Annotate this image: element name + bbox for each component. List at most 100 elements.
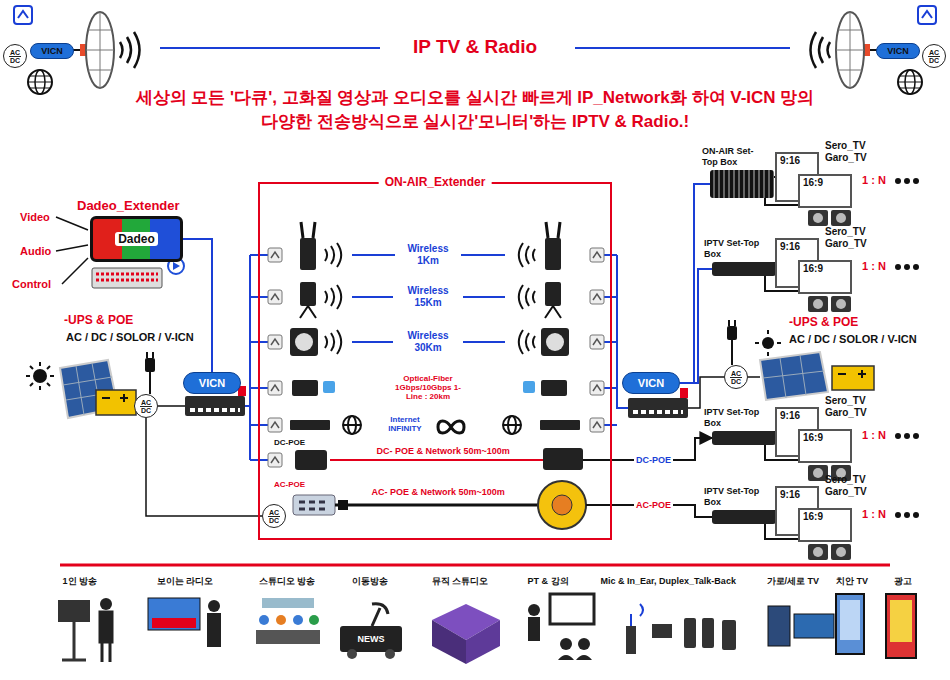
power-wires [134, 406, 262, 516]
right-ups [762, 337, 774, 349]
right-ups [755, 330, 781, 356]
speaker [836, 299, 846, 309]
use-case-label: 치안 TV [836, 576, 868, 586]
network-port [271, 294, 279, 300]
node-text: 16:9 [803, 511, 847, 522]
edge-label: DC-POE [634, 455, 673, 465]
network-port [590, 381, 604, 395]
dadeo-keyboard [96, 274, 158, 280]
transceivers [290, 328, 318, 356]
speaker [836, 213, 846, 223]
use-case-icons [100, 612, 112, 662]
ratio-label: 1 : N [862, 174, 886, 187]
transceivers [523, 381, 535, 393]
use-case-label: 가로/세로 TV [767, 576, 820, 586]
use-case-icons [100, 598, 112, 610]
ratio-dot [904, 264, 910, 270]
use-case-icons [259, 615, 269, 625]
connector [680, 269, 712, 383]
node-text: DC [269, 517, 279, 524]
vicn-switch [680, 388, 688, 398]
ratio-dot [913, 264, 919, 270]
transceivers [300, 238, 316, 270]
ratio-label: 1 : N [862, 260, 886, 273]
dadeo-keyboard [92, 268, 162, 288]
left-ups [147, 352, 153, 394]
use-case-label: PT & 강의 [528, 576, 569, 586]
link-label: Wireless 30Km [393, 330, 463, 353]
use-case-icons [722, 620, 736, 650]
speaker [813, 468, 823, 478]
speaker [831, 210, 851, 226]
poe-cables [330, 460, 612, 529]
node-text: Dadeo [115, 232, 158, 246]
link-label: AC- POE & Network 50m~100m [372, 487, 505, 497]
title-rule [160, 47, 380, 49]
landscape-monitor: 16:9 [798, 174, 852, 208]
edge-label: AC-POE [634, 500, 673, 510]
use-case-icons [684, 618, 696, 648]
tv-label: Sero_TV Garo_TV [825, 474, 881, 497]
power-title: -UPS & POE [789, 316, 858, 330]
extender-frame: ON-AIR_ExtenderACDC [258, 182, 612, 540]
transceivers [540, 420, 580, 430]
use-case-icons [340, 626, 402, 652]
acdc-badge: ACDC [3, 44, 27, 68]
signal-wires [56, 217, 88, 284]
transceivers [546, 333, 564, 351]
network-port [271, 385, 279, 391]
use-case-icons [466, 620, 500, 664]
use-case-icons [578, 638, 590, 650]
use-case-icons [560, 638, 572, 650]
network-port [268, 248, 282, 262]
speaker [808, 544, 828, 560]
dadeo-keyboard [92, 258, 184, 288]
network-port [593, 294, 601, 300]
right-ups [832, 366, 874, 390]
illustration [14, 6, 140, 94]
speaker [831, 544, 851, 560]
node-text: 9:16 [780, 410, 814, 421]
node-text: 9:16 [780, 489, 814, 500]
connector [183, 239, 212, 372]
network-port [590, 335, 604, 349]
vicn-cloud: VICN [622, 372, 680, 394]
use-case-icons [886, 594, 916, 658]
network-port [593, 252, 601, 258]
tv-label: Sero_TV Garo_TV [825, 140, 881, 163]
subtitle: 세상의 모든 '다큐', 고화질 영상과 오디오를 실시간 빠르게 IP_Net… [125, 86, 825, 134]
transceivers [292, 380, 318, 396]
node-text: AC [140, 399, 152, 407]
node-text: DC [731, 378, 741, 385]
transceivers [299, 502, 325, 509]
internet-globes [503, 416, 521, 434]
use-case-icons [652, 624, 672, 638]
internet-globes [438, 421, 464, 433]
vicn-switch [628, 398, 688, 418]
node-text: AC [268, 509, 280, 517]
signal-wires [56, 217, 88, 284]
left-ups [33, 369, 47, 383]
node-text: AC [928, 49, 940, 57]
use-case-icons [208, 600, 220, 612]
transceivers [545, 238, 561, 270]
node-text: IPTV Set-Top Box [704, 238, 770, 259]
poe-cables [552, 495, 572, 515]
signal-name: Audio [20, 245, 51, 258]
use-case-icons [347, 649, 357, 659]
use-case-icons [152, 618, 196, 628]
use-case-label: 보이는 라디오 [157, 576, 214, 586]
diagram-title: IP TV & Radio [413, 36, 537, 58]
use-case-icons [550, 594, 594, 624]
network-port [593, 385, 601, 391]
transceivers [290, 222, 583, 515]
use-case-label: Mic & In_Ear, Duplex_Talk-Back [601, 576, 736, 586]
node-text: DC [10, 57, 20, 64]
internet-globes [503, 424, 521, 426]
use-case-icons [62, 622, 86, 660]
node-text: AC [9, 49, 21, 57]
node-text: 16:9 [803, 263, 847, 274]
speaker [836, 547, 846, 557]
right-ups [727, 326, 737, 340]
use-case-icons [256, 630, 320, 644]
